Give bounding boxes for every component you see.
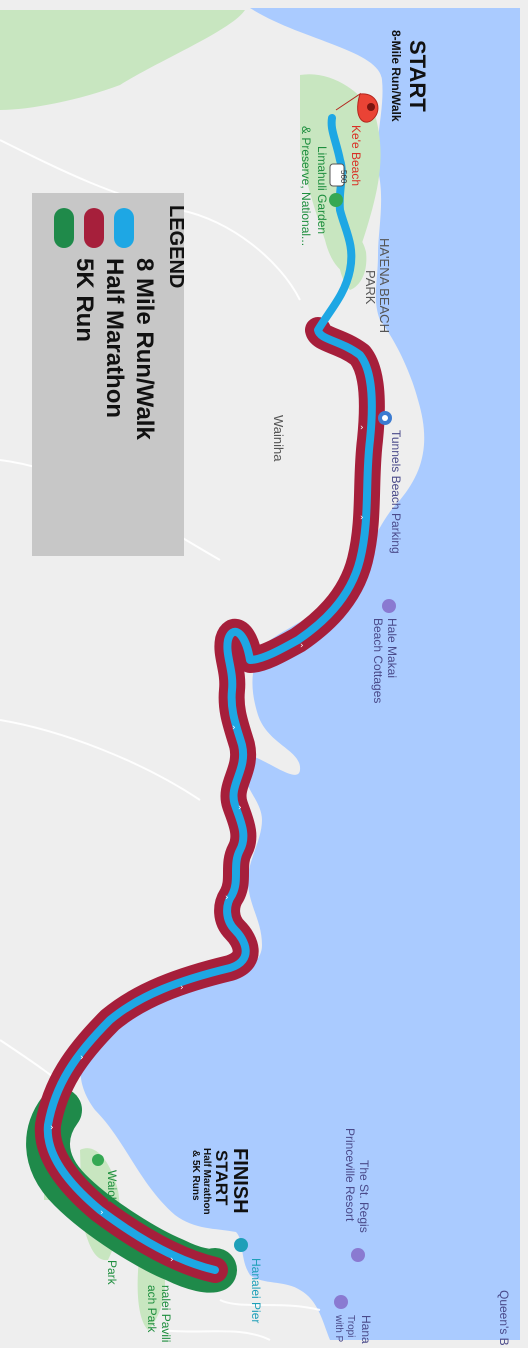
legend-box bbox=[32, 193, 184, 556]
legend-item-5k: 5K Run bbox=[71, 258, 98, 342]
legend-item-half: Half Marathon bbox=[101, 258, 128, 418]
finish-label: FINISH START Half Marathon & 5K Runs bbox=[190, 1148, 251, 1215]
svg-text:›: › bbox=[225, 893, 229, 903]
pavilion-label-2: ach Park bbox=[145, 1285, 159, 1333]
hanalei-trop-label-3: with P bbox=[333, 1314, 344, 1343]
hanalei-trop-label-1: Hana bbox=[359, 1315, 373, 1344]
queens-label: Queen's B bbox=[497, 1290, 511, 1346]
legend: LEGEND 8 Mile Run/Walk Half Marathon 5K … bbox=[32, 193, 187, 556]
hanalei-pier-label: Hanalei Pier bbox=[249, 1258, 263, 1323]
legend-swatch-5k bbox=[54, 208, 74, 248]
waioli-label-1: Waioli bbox=[105, 1170, 119, 1202]
svg-text:›: › bbox=[50, 1123, 54, 1133]
hale-makai-label-2: Beach Cottages bbox=[371, 618, 385, 703]
finish-start-title: START bbox=[212, 1150, 231, 1206]
tunnels-label: Tunnels Beach Parking bbox=[389, 430, 403, 554]
hanalei-pier-marker[interactable] bbox=[234, 1238, 248, 1252]
pavilion-label-1: nalei Pavili bbox=[159, 1285, 173, 1342]
svg-text:›: › bbox=[100, 1208, 104, 1218]
limahuli-label-2: & Preserve, National... bbox=[299, 126, 313, 246]
legend-item-8-mile: 8 Mile Run/Walk bbox=[131, 258, 158, 440]
svg-text:›: › bbox=[180, 983, 184, 993]
haena-label-2: PARK bbox=[363, 270, 378, 305]
start-subtitle: 8-Mile Run/Walk bbox=[389, 30, 403, 122]
start-title: START bbox=[405, 40, 430, 112]
wainiha-label: Wainiha bbox=[271, 415, 286, 462]
hale-makai-label-1: Hale Makai bbox=[385, 618, 399, 678]
legend-swatch-8-mile bbox=[114, 208, 134, 248]
finish-subtitle-1: Half Marathon bbox=[201, 1148, 212, 1215]
svg-text:›: › bbox=[170, 1255, 174, 1265]
st-regis-label-1: The St. Regis bbox=[357, 1160, 371, 1233]
route-8-mile bbox=[43, 114, 376, 1274]
hale-makai-marker[interactable] bbox=[382, 599, 396, 613]
legend-title: LEGEND bbox=[165, 205, 187, 288]
tunnels-marker[interactable] bbox=[378, 411, 392, 425]
ocean bbox=[80, 8, 521, 1340]
st-regis-marker[interactable] bbox=[351, 1248, 365, 1262]
route-arrows: › › › › › › › › › › › bbox=[50, 423, 364, 1265]
hanalei-trop-label-2: Tropi bbox=[345, 1315, 356, 1337]
hanalei-trop-marker[interactable] bbox=[334, 1295, 348, 1309]
park-area-top bbox=[0, 10, 245, 110]
svg-text:›: › bbox=[80, 1053, 84, 1063]
svg-text:›: › bbox=[300, 641, 304, 651]
limahuli-marker[interactable] bbox=[329, 193, 343, 207]
svg-text:›: › bbox=[360, 513, 364, 523]
road-560-label: 560 bbox=[339, 170, 348, 184]
svg-text:›: › bbox=[360, 423, 364, 433]
svg-text:›: › bbox=[232, 723, 236, 733]
start-label: START 8-Mile Run/Walk bbox=[389, 30, 430, 122]
finish-title: FINISH bbox=[229, 1148, 251, 1214]
legend-swatch-half bbox=[84, 208, 104, 248]
haena-label-1: HA'ENA BEACH bbox=[377, 238, 392, 333]
svg-text:›: › bbox=[238, 803, 242, 813]
waioli-marker[interactable] bbox=[92, 1154, 104, 1166]
waioli-label-2: Park bbox=[105, 1260, 119, 1286]
start-pin-icon[interactable] bbox=[335, 92, 379, 123]
limahuli-label-1: Limahuli Garden bbox=[315, 146, 329, 234]
route-560-shield bbox=[329, 163, 345, 187]
st-regis-label-2: Princeville Resort bbox=[343, 1128, 357, 1222]
finish-subtitle-2: & 5K Runs bbox=[190, 1150, 201, 1201]
kee-beach-label: Ke'e Beach bbox=[349, 125, 363, 186]
